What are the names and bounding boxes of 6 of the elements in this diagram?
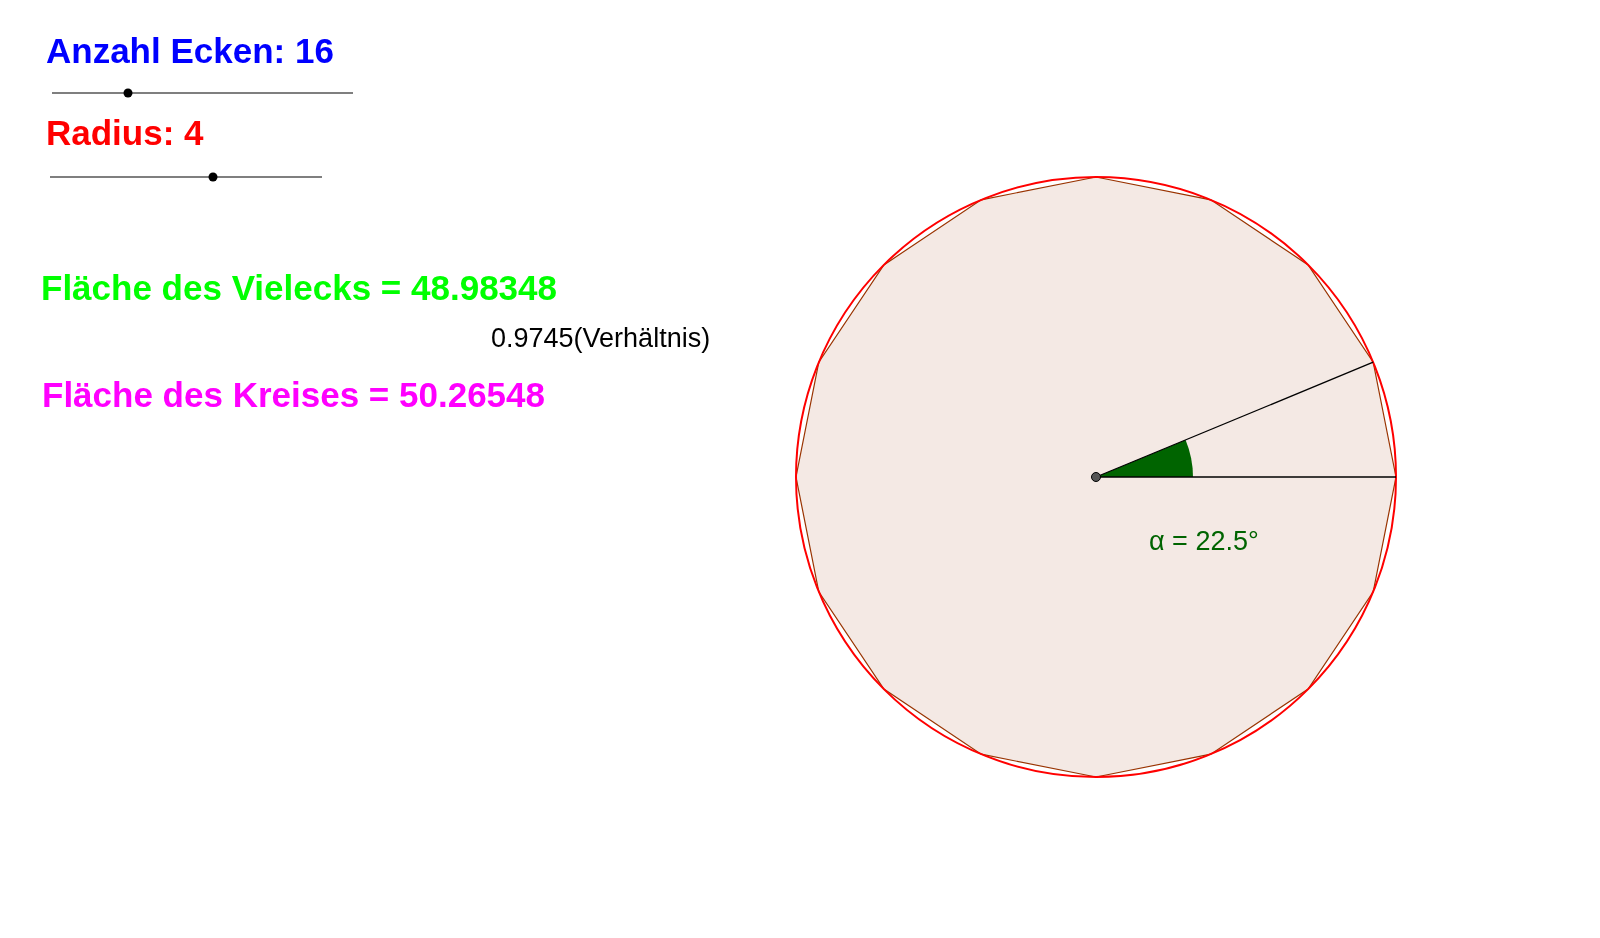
area-text: Fläche des Vielecks = 48.98348 — [41, 268, 557, 309]
angle-label: α = 22.5° — [1149, 526, 1259, 558]
slider-label: Anzahl Ecken: 16 — [46, 31, 334, 72]
ratio-text: 0.9745(Verhältnis) — [491, 323, 711, 355]
slider-label: Radius: 4 — [46, 113, 204, 154]
area-text: Fläche des Kreises = 50.26548 — [42, 375, 545, 416]
